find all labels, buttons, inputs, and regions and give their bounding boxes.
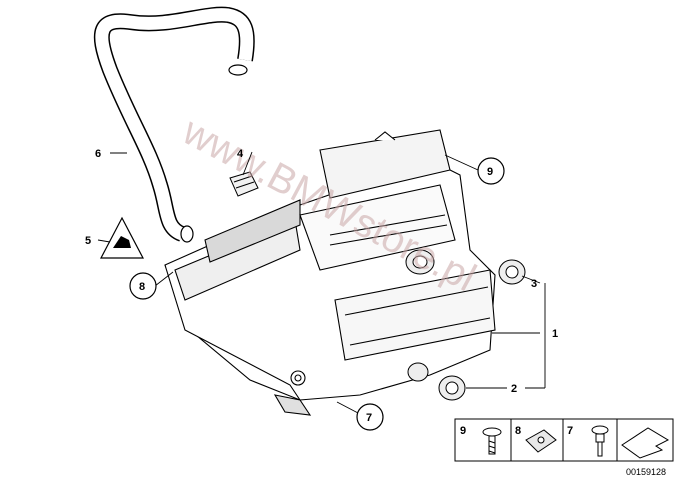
legend-item-9: 9 <box>460 425 502 455</box>
diagram-id: 00159128 <box>626 467 666 477</box>
callout-5-label: 5 <box>85 235 91 247</box>
callout-1: 1 <box>552 328 558 340</box>
callout-4-label: 4 <box>237 148 244 160</box>
warning-triangle-icon <box>100 216 144 259</box>
callout-9-label: 9 <box>487 166 493 178</box>
callout-2-label: 2 <box>511 383 517 395</box>
callout-7: 7 <box>356 403 384 431</box>
screw-icon <box>482 427 502 455</box>
arrow-shape-icon <box>621 427 670 459</box>
callout-1-label: 1 <box>552 328 558 340</box>
bolt-icon <box>591 425 609 457</box>
knob-part-2 <box>438 375 466 401</box>
callout-6: 6 <box>95 148 101 160</box>
legend-item-8-label: 8 <box>515 425 521 437</box>
callout-3: 3 <box>531 278 537 290</box>
callout-7-label: 7 <box>366 412 372 424</box>
legend-item-9-label: 9 <box>460 425 466 437</box>
knob-upper <box>405 249 435 275</box>
callout-3-label: 3 <box>531 278 537 290</box>
leader-lines <box>97 151 546 414</box>
knob-part-3 <box>498 259 526 285</box>
control-unit-assembly <box>164 129 496 416</box>
hose-part <box>93 6 255 243</box>
callout-2: 2 <box>511 383 517 395</box>
legend-item-7-label: 7 <box>567 425 573 437</box>
clip-nut-icon <box>525 429 557 453</box>
legend-item-7: 7 <box>567 425 609 457</box>
parts-legend: 9 8 7 <box>454 418 674 462</box>
callout-9: 9 <box>477 157 505 185</box>
knob-lower <box>407 362 429 382</box>
callout-5: 5 <box>85 235 91 247</box>
legend-item-8: 8 <box>515 425 557 453</box>
callout-8-label: 8 <box>139 281 145 293</box>
callout-6-label: 6 <box>95 148 101 160</box>
callout-4: 4 <box>237 148 244 160</box>
callout-8: 8 <box>129 272 157 300</box>
